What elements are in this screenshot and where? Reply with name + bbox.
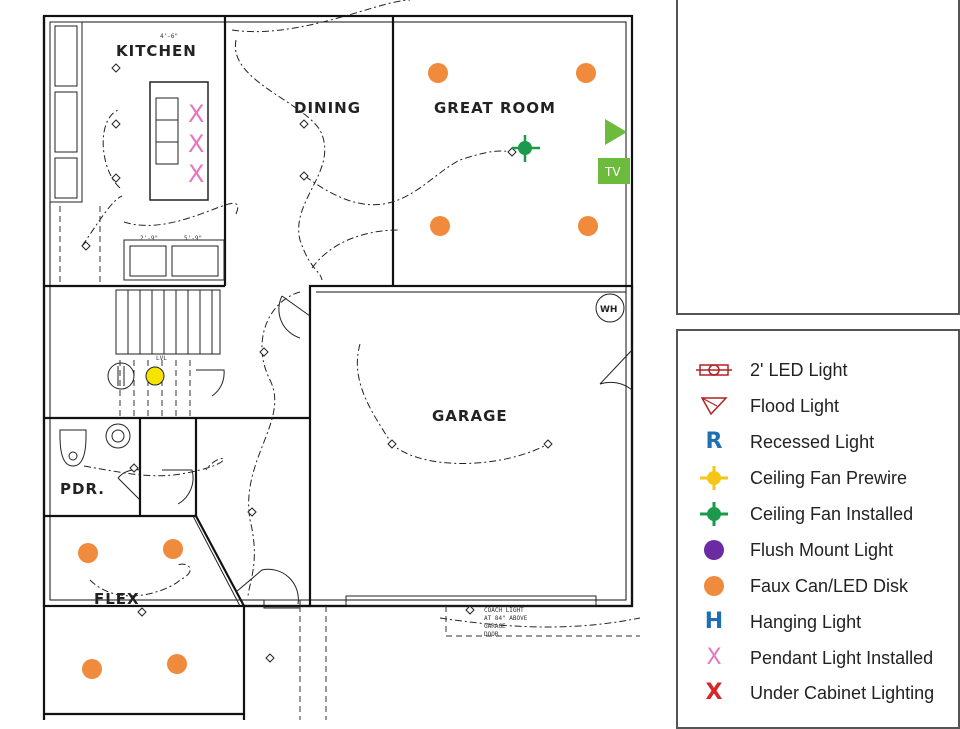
legend-row-ceiling-fan-installed: Ceiling Fan Installed <box>678 499 913 529</box>
stairs <box>115 289 221 418</box>
legend-label: 2' LED Light <box>750 359 848 380</box>
legend-label: Flood Light <box>750 395 840 416</box>
pendant-light-icon: X <box>706 645 722 670</box>
legend-label: Faux Can/LED Disk <box>750 575 909 596</box>
legend-label: Ceiling Fan Installed <box>750 503 914 524</box>
pendant-marker-1: X <box>188 100 204 128</box>
legend-row-led-2ft: 2' LED Light <box>678 355 848 385</box>
faux-can-flex-1 <box>78 543 98 563</box>
faux-can-icon <box>678 571 750 601</box>
top-empty-panel <box>676 0 960 315</box>
legend-label: Recessed Light <box>750 431 875 452</box>
dimension-notes: 4'-6" 2'-9" 5'-9" LVL <box>140 33 202 362</box>
svg-text:4'-6": 4'-6" <box>160 33 178 40</box>
room-label-pdr: PDR. <box>60 480 105 498</box>
coach-note-line-1: COACH LIGHT <box>484 607 524 614</box>
faux-can-great-room-3 <box>430 216 450 236</box>
legend-row-ceiling-fan-prewire: Ceiling Fan Prewire <box>678 463 907 493</box>
legend-row-pendant-light: X Pendant Light Installed <box>678 643 933 673</box>
legend-label: Hanging Light <box>750 611 862 632</box>
legend-row-hanging-light: H Hanging Light <box>678 607 861 637</box>
svg-text:2'-9": 2'-9" <box>140 235 158 242</box>
legend-label: Ceiling Fan Prewire <box>750 467 908 488</box>
flood-light-icon <box>678 391 750 421</box>
faux-can-flex-3 <box>82 659 102 679</box>
coach-note-line-3: GARAGE <box>484 623 506 630</box>
under-cabinet-icon: X <box>705 680 723 705</box>
room-label-dining: DINING <box>294 99 361 117</box>
outlet-symbols <box>81 63 553 663</box>
bathroom-fixtures <box>59 293 625 467</box>
led-2ft-icon <box>678 355 750 385</box>
ceiling-fan-prewire-marker <box>145 366 165 386</box>
pendant-marker-3: X <box>188 160 204 188</box>
ceiling-fan-prewire-icon <box>678 463 750 493</box>
svg-text:5'-9": 5'-9" <box>184 235 202 242</box>
exterior-walls <box>42 14 634 720</box>
legend-row-flood-light: Flood Light <box>678 391 839 421</box>
legend-row-recessed-light: R Recessed Light <box>678 427 875 457</box>
faux-can-flex-2 <box>163 539 183 559</box>
coach-light-note: COACH LIGHT AT 84" ABOVE GARAGE DOOR <box>465 605 528 638</box>
faux-can-flex-4 <box>167 654 187 674</box>
svg-text:LVL: LVL <box>156 355 167 362</box>
tv-label: TV <box>604 165 621 179</box>
legend-row-flush-mount: Flush Mount Light <box>678 535 893 565</box>
faux-can-great-room-1 <box>428 63 448 83</box>
room-label-kitchen: KITCHEN <box>116 42 197 60</box>
legend-panel: 2' LED Light Flood Light R Recessed Ligh… <box>676 329 960 729</box>
legend-label: Under Cabinet Lighting <box>750 682 935 703</box>
room-label-garage: GARAGE <box>432 407 508 425</box>
floor-plan: 4'-6" 2'-9" 5'-9" LVL KITCHEN DINING GRE… <box>42 0 641 720</box>
coach-note-line-4: DOOR <box>484 631 499 638</box>
faux-can-great-room-2 <box>576 63 596 83</box>
hanging-light-icon: H <box>704 609 724 634</box>
coach-note-line-2: AT 84" ABOVE <box>484 615 528 622</box>
faux-can-great-room-4 <box>578 216 598 236</box>
legend-row-faux-can: Faux Can/LED Disk <box>678 571 908 601</box>
door-swings <box>117 295 633 609</box>
legend-label: Pendant Light Installed <box>750 647 934 668</box>
tv-box <box>598 158 630 184</box>
legend-label: Flush Mount Light <box>750 539 894 560</box>
recessed-light-icon: R <box>705 429 723 454</box>
faux-can-markers <box>78 63 598 679</box>
room-label-great-room: GREAT ROOM <box>434 99 556 117</box>
room-label-flex: FLEX <box>94 590 140 608</box>
pendant-marker-2: X <box>188 130 204 158</box>
flush-mount-icon <box>678 535 750 565</box>
ceiling-fan-installed-marker <box>512 135 540 162</box>
ceiling-fan-installed-icon <box>678 499 750 529</box>
water-heater-label: WH <box>600 305 617 315</box>
kitchen-island <box>149 81 209 201</box>
legend-row-under-cabinet: X Under Cabinet Lighting <box>678 678 935 708</box>
tv-play-icon <box>605 119 627 145</box>
wiring-runs <box>59 0 641 720</box>
